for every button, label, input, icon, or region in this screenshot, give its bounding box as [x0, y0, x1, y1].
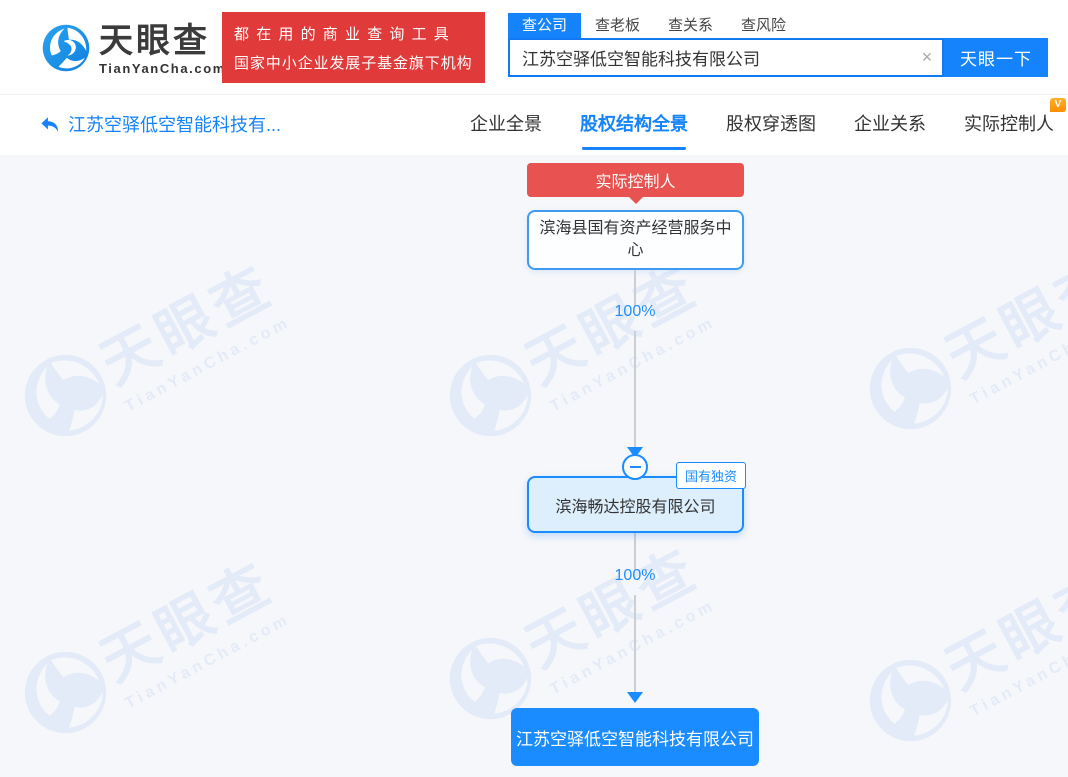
watermark: 天眼查 TianYanCha.com	[850, 235, 1068, 452]
arrow-down-icon	[627, 447, 643, 458]
logo-title: 天眼查	[99, 22, 210, 60]
slogan-banner: 都在用的商业查询工具 国家中小企业发展子基金旗下机构	[222, 12, 485, 83]
vip-badge: V	[1050, 98, 1066, 112]
edge-percent-label: 100%	[614, 303, 656, 320]
watermark-title: 天眼查	[90, 549, 285, 693]
watermark-swirl-icon	[449, 354, 531, 436]
watermark-subtitle: TianYanCha.com	[967, 306, 1068, 409]
back-arrow-icon[interactable]	[40, 116, 60, 134]
watermark-subtitle: TianYanCha.com	[967, 618, 1068, 721]
watermark-swirl-icon	[24, 651, 106, 733]
slogan-line1: 都在用的商业查询工具	[234, 25, 457, 43]
tab-equity-structure[interactable]: 股权结构全景	[580, 95, 688, 155]
tianyancha-logo[interactable]: 天眼查 TianYanCha.com	[42, 24, 226, 76]
slogan-line2: 国家中小企业发展子基金旗下机构	[234, 54, 473, 72]
edge-line	[634, 331, 636, 447]
watermark: 天眼查 TianYanCha.com	[430, 242, 720, 459]
top-header: 天眼查 TianYanCha.com 都在用的商业查询工具 国家中小企业发展子基…	[0, 0, 1068, 95]
search-tabs: 查公司 查老板 查关系 查风险	[508, 13, 1048, 38]
search-area: 查公司 查老板 查关系 查风险 × 天眼一下	[508, 13, 1048, 77]
minus-icon	[629, 466, 641, 468]
watermark-title: 天眼查	[935, 557, 1068, 701]
tab-actual-controller[interactable]: 实际控制人 V	[964, 95, 1066, 155]
tab-actual-controller-label: 实际控制人	[964, 114, 1054, 134]
edge-line	[634, 270, 636, 306]
watermark-title: 天眼查	[515, 535, 710, 679]
state-owned-tag: 国有独资	[676, 462, 747, 489]
collapse-node-button[interactable]	[622, 454, 648, 480]
node-top-company[interactable]: 滨海县国有资产经营服务中心	[527, 210, 744, 270]
watermark: 天眼查 TianYanCha.com	[850, 547, 1068, 764]
tianyancha-swirl-icon	[42, 24, 90, 72]
detail-tabs: 企业全景 股权结构全景 股权穿透图 企业关系 实际控制人 V	[470, 95, 1066, 155]
watermark-subtitle: TianYanCha.com	[122, 313, 294, 416]
edge-line	[634, 595, 636, 692]
tab-enterprise-overview[interactable]: 企业全景	[470, 114, 542, 134]
search-button[interactable]: 天眼一下	[944, 38, 1048, 77]
tab-enterprise-relations[interactable]: 企业关系	[854, 114, 926, 134]
breadcrumb-company-name[interactable]: 江苏空驿低空智能科技有...	[68, 115, 282, 135]
clear-icon[interactable]: ×	[921, 47, 933, 67]
search-tab-risk[interactable]: 查风险	[741, 17, 787, 34]
tab-equity-penetration[interactable]: 股权穿透图	[726, 114, 816, 134]
watermark: 天眼查 TianYanCha.com	[5, 539, 295, 756]
logo-subtitle: TianYanCha.com	[99, 61, 226, 76]
watermark-title: 天眼查	[90, 252, 285, 396]
watermark: 天眼查 TianYanCha.com	[5, 242, 295, 459]
company-subnav: 江苏空驿低空智能科技有... 企业全景 股权结构全景 股权穿透图 企业关系 实际…	[0, 95, 1068, 155]
node-target-company[interactable]: 江苏空驿低空智能科技有限公司	[511, 708, 759, 766]
watermark-swirl-icon	[869, 347, 951, 429]
search-tab-relation[interactable]: 查关系	[668, 17, 714, 34]
arrow-down-icon	[627, 692, 643, 703]
watermark-swirl-icon	[24, 354, 106, 436]
equity-structure-canvas: 天眼查 TianYanCha.com 天眼查 TianYanCha.com 天眼…	[0, 155, 1068, 777]
search-box: ×	[508, 38, 944, 77]
edge-percent-label: 100%	[614, 567, 656, 584]
search-tab-company[interactable]: 查公司	[508, 13, 582, 38]
edge-line	[634, 533, 636, 569]
search-tab-boss[interactable]: 查老板	[595, 17, 641, 34]
search-input[interactable]	[510, 47, 912, 68]
watermark-swirl-icon	[869, 659, 951, 741]
actual-controller-badge: 实际控制人	[527, 163, 744, 197]
watermark-subtitle: TianYanCha.com	[122, 610, 294, 713]
watermark-title: 天眼查	[935, 245, 1068, 389]
